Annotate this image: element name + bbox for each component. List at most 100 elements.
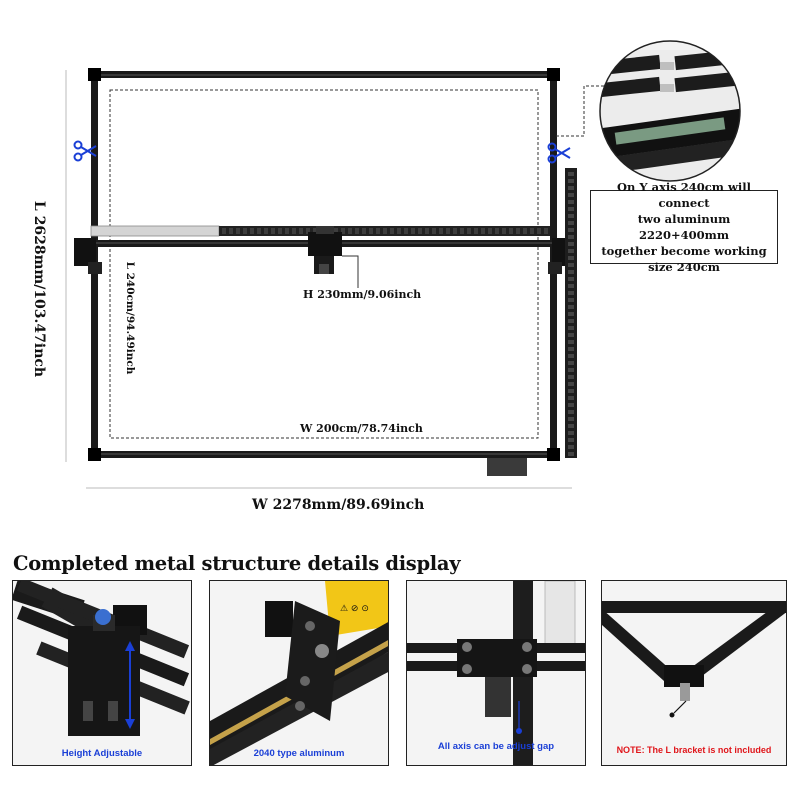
chain-link — [376, 228, 380, 234]
chain-link — [568, 361, 574, 365]
chain-link — [481, 228, 485, 234]
chain-link — [292, 228, 296, 234]
chain-link — [474, 228, 478, 234]
chain-link — [568, 305, 574, 309]
working-area — [109, 89, 539, 439]
chain-link — [568, 319, 574, 323]
laser-head-photo — [13, 581, 191, 765]
chain-link — [348, 228, 352, 234]
chain-link — [568, 452, 574, 456]
detail-panel-l-bracket: NOTE: The L bracket is not included — [601, 580, 787, 766]
chain-link — [285, 228, 289, 234]
chain-link — [568, 417, 574, 421]
working-width-label: W 200cm/78.74inch — [300, 422, 423, 435]
note-line: two aluminum 2220+400mm — [637, 212, 731, 242]
chain-link — [530, 228, 534, 234]
chain-link — [568, 249, 574, 253]
chain-link — [250, 228, 254, 234]
chain-link — [502, 228, 506, 234]
detail-panel-aluminum: ⚠ ⊘ ⊙ 2040 type aluminum — [209, 580, 389, 766]
chain-link — [236, 228, 240, 234]
chain-link — [306, 228, 310, 234]
chain-link — [334, 228, 338, 234]
gantry-x-axis — [74, 225, 574, 274]
chain-link — [568, 221, 574, 225]
chain-link — [467, 228, 471, 234]
chain-link — [568, 263, 574, 267]
chain-link — [568, 410, 574, 414]
note-line: size 240cm — [648, 260, 720, 274]
chain-link — [460, 228, 464, 234]
chain-link — [568, 312, 574, 316]
svg-text:⚠ ⊘ ⊙: ⚠ ⊘ ⊙ — [340, 604, 369, 614]
panel-caption-aluminum: 2040 type aluminum — [253, 748, 345, 759]
chain-link — [495, 228, 499, 234]
chain-link — [568, 235, 574, 239]
chain-link — [568, 298, 574, 302]
chain-link — [568, 333, 574, 337]
chain-link — [568, 375, 574, 379]
chain-link — [568, 256, 574, 260]
chain-link — [568, 347, 574, 351]
chain-link — [446, 228, 450, 234]
chain-link — [537, 228, 541, 234]
chain-link — [488, 228, 492, 234]
chain-link — [397, 228, 401, 234]
chain-link — [439, 228, 443, 234]
aluminum-profile-photo: ⚠ ⊘ ⊙ — [210, 581, 388, 765]
section-heading: Completed metal structure details displa… — [13, 552, 461, 575]
engraver-frame-diagram — [65, 40, 741, 489]
chain-link — [509, 228, 513, 234]
chain-link — [568, 214, 574, 218]
chain-link — [568, 172, 574, 176]
chain-link — [568, 291, 574, 295]
chain-link — [568, 368, 574, 372]
panel-caption-l-bracket: NOTE: The L bracket is not included — [616, 745, 772, 755]
chain-link — [568, 431, 574, 435]
chain-link — [568, 242, 574, 246]
chain-link — [341, 228, 345, 234]
panel-caption-height: Height Adjustable — [61, 748, 143, 759]
chain-link — [516, 228, 520, 234]
chain-link — [229, 228, 233, 234]
chain-link — [453, 228, 457, 234]
chain-link — [243, 228, 247, 234]
chain-link — [383, 228, 387, 234]
overall-width-label: W 2278mm/89.69inch — [252, 497, 425, 513]
chain-link — [278, 228, 282, 234]
y-axis-note: On Y axis 240cm will connect two aluminu… — [590, 180, 778, 274]
chain-link — [568, 186, 574, 190]
chain-link — [362, 228, 366, 234]
chain-link — [257, 228, 261, 234]
overall-length-label: L 2628mm/103.47inch — [31, 200, 47, 378]
chain-link — [568, 340, 574, 344]
chain-link — [390, 228, 394, 234]
chain-link — [222, 228, 226, 234]
chain-link — [568, 193, 574, 197]
scissors-icon — [73, 140, 97, 162]
chain-link — [544, 228, 548, 234]
chain-link — [432, 228, 436, 234]
chain-link — [271, 228, 275, 234]
chain-link — [568, 389, 574, 393]
chain-link — [568, 326, 574, 330]
chain-link — [299, 228, 303, 234]
chain-link — [568, 270, 574, 274]
chain-link — [425, 228, 429, 234]
rail-joint-zoom — [599, 40, 741, 182]
chain-link — [568, 179, 574, 183]
detail-panel-height: Height Adjustable — [12, 580, 192, 766]
chain-link — [568, 403, 574, 407]
detail-panel-axis-gap: All axis can be adjust gap — [406, 580, 586, 766]
panel-caption-axis-gap: All axis can be adjust gap — [437, 741, 555, 752]
axis-gap-photo — [407, 581, 585, 765]
l-bracket-photo — [602, 581, 786, 765]
chain-link — [313, 228, 317, 234]
chain-link — [369, 228, 373, 234]
chain-link — [568, 396, 574, 400]
chain-link — [568, 200, 574, 204]
chain-link — [523, 228, 527, 234]
chain-link — [411, 228, 415, 234]
chain-link — [264, 228, 268, 234]
chain-link — [568, 207, 574, 211]
